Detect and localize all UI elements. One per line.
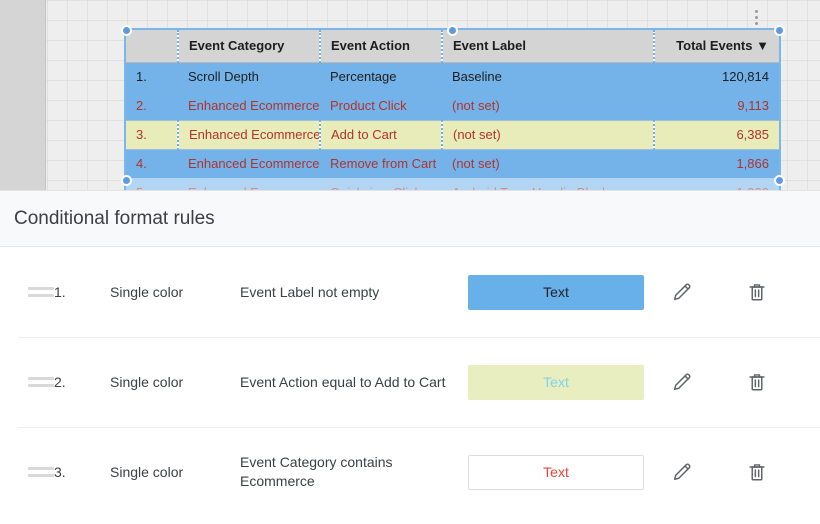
selection-handle-bottom-left[interactable] bbox=[121, 175, 132, 186]
table-row[interactable]: 1. Scroll Depth Percentage Baseline 120,… bbox=[126, 62, 779, 91]
cell-event-category: Enhanced Ecommerce bbox=[178, 149, 320, 178]
cell-event-category: Scroll Depth bbox=[178, 62, 320, 91]
rule-condition: Event Action equal to Add to Cart bbox=[240, 373, 446, 390]
cell-index: 2. bbox=[126, 91, 178, 120]
cell-event-action: Product Click bbox=[320, 91, 442, 120]
cell-event-action: Quickview Click bbox=[320, 178, 442, 190]
cell-event-label: Baseline bbox=[442, 62, 654, 91]
dot bbox=[754, 21, 758, 25]
cell-total-events: 9,113 bbox=[654, 91, 779, 120]
cell-event-label: (not set) bbox=[442, 149, 654, 178]
rule-number: 3. bbox=[54, 464, 66, 480]
dot bbox=[754, 15, 758, 19]
trash-icon[interactable] bbox=[740, 365, 774, 399]
table-header-row: Event Category Event Action Event Label … bbox=[126, 30, 779, 63]
rule-number: 2. bbox=[54, 374, 66, 390]
dot bbox=[754, 9, 758, 13]
drag-handle-icon[interactable] bbox=[28, 377, 54, 387]
rule-actions bbox=[644, 275, 794, 309]
cell-event-label: (not set) bbox=[442, 91, 654, 120]
column-header-total-events[interactable]: Total Events ▼ bbox=[653, 30, 779, 63]
rule-condition: Event Category contains Ecommerce bbox=[240, 454, 393, 489]
cell-event-action: Percentage bbox=[320, 62, 442, 91]
pencil-icon[interactable] bbox=[665, 365, 699, 399]
rule-type: Single color bbox=[110, 374, 184, 390]
cell-event-category: Enhanced Ecommerce bbox=[178, 91, 320, 120]
sort-descending-icon[interactable]: ▼ bbox=[756, 38, 769, 54]
pencil-icon[interactable] bbox=[665, 455, 699, 489]
drag-handle-icon[interactable] bbox=[28, 287, 54, 297]
more-vert-icon[interactable] bbox=[748, 4, 764, 30]
column-header-total-events-label: Total Events bbox=[676, 38, 753, 54]
cell-event-label: Android Tone Hoodie Black bbox=[442, 178, 654, 190]
rule-actions bbox=[644, 455, 794, 489]
cell-total-events: 1,220 bbox=[654, 178, 779, 190]
cell-event-category: Enhanced Ecommerce bbox=[178, 178, 320, 190]
selection-handle-top-right[interactable] bbox=[774, 25, 785, 36]
cell-index: 3. bbox=[126, 119, 178, 150]
rule-row[interactable]: 2. Single color Event Action equal to Ad… bbox=[0, 337, 820, 427]
trash-icon[interactable] bbox=[740, 455, 774, 489]
selected-table-object[interactable]: Event Category Event Action Event Label … bbox=[124, 28, 781, 190]
table-row[interactable]: 4. Enhanced Ecommerce Remove from Cart (… bbox=[126, 149, 779, 178]
rule-preview-swatch[interactable]: Text bbox=[468, 274, 644, 310]
events-table: Event Category Event Action Event Label … bbox=[126, 30, 779, 190]
selection-handle-top-middle[interactable] bbox=[447, 25, 458, 36]
column-header-event-category[interactable]: Event Category bbox=[177, 30, 320, 63]
panel-header: Conditional format rules bbox=[0, 191, 820, 247]
rule-type: Single color bbox=[110, 284, 184, 300]
rule-preview-swatch[interactable]: Text bbox=[468, 454, 644, 490]
selection-handle-top-left[interactable] bbox=[121, 25, 132, 36]
left-rail bbox=[0, 0, 46, 190]
cell-total-events: 6,385 bbox=[653, 119, 779, 150]
cell-event-category: Enhanced Ecommerce bbox=[177, 119, 320, 150]
table-row[interactable]: 3. Enhanced Ecommerce Add to Cart (not s… bbox=[126, 119, 779, 150]
cell-event-action: Remove from Cart bbox=[320, 149, 442, 178]
rule-condition: Event Label not empty bbox=[240, 283, 380, 300]
spreadsheet-canvas[interactable]: Event Category Event Action Event Label … bbox=[0, 0, 820, 190]
rule-preview-swatch[interactable]: Text bbox=[468, 364, 644, 400]
selection-handle-bottom-right[interactable] bbox=[774, 175, 785, 186]
rule-type: Single color bbox=[110, 464, 184, 480]
table-row[interactable]: 5. Enhanced Ecommerce Quickview Click An… bbox=[126, 178, 779, 190]
cell-event-action: Add to Cart bbox=[319, 119, 442, 150]
drag-handle-icon[interactable] bbox=[28, 467, 54, 477]
trash-icon[interactable] bbox=[740, 275, 774, 309]
table-row[interactable]: 2. Enhanced Ecommerce Product Click (not… bbox=[126, 91, 779, 120]
rule-row[interactable]: 3. Single color Event Category contains … bbox=[0, 427, 820, 517]
rule-number: 1. bbox=[54, 284, 66, 300]
column-header-index[interactable] bbox=[126, 30, 178, 63]
cell-index: 4. bbox=[126, 149, 178, 178]
cell-index: 1. bbox=[126, 62, 178, 91]
cell-index: 5. bbox=[126, 178, 178, 190]
column-header-event-label[interactable]: Event Label bbox=[441, 30, 654, 63]
cell-total-events: 120,814 bbox=[654, 62, 779, 91]
cell-event-label: (not set) bbox=[441, 119, 654, 150]
panel-title: Conditional format rules bbox=[14, 207, 215, 229]
column-header-event-action[interactable]: Event Action bbox=[319, 30, 442, 63]
pencil-icon[interactable] bbox=[665, 275, 699, 309]
cell-total-events: 1,866 bbox=[654, 149, 779, 178]
conditional-format-rules-panel: Conditional format rules 1. Single color… bbox=[0, 190, 820, 524]
rule-actions bbox=[644, 365, 794, 399]
rule-row[interactable]: 1. Single color Event Label not empty Te… bbox=[0, 247, 820, 337]
